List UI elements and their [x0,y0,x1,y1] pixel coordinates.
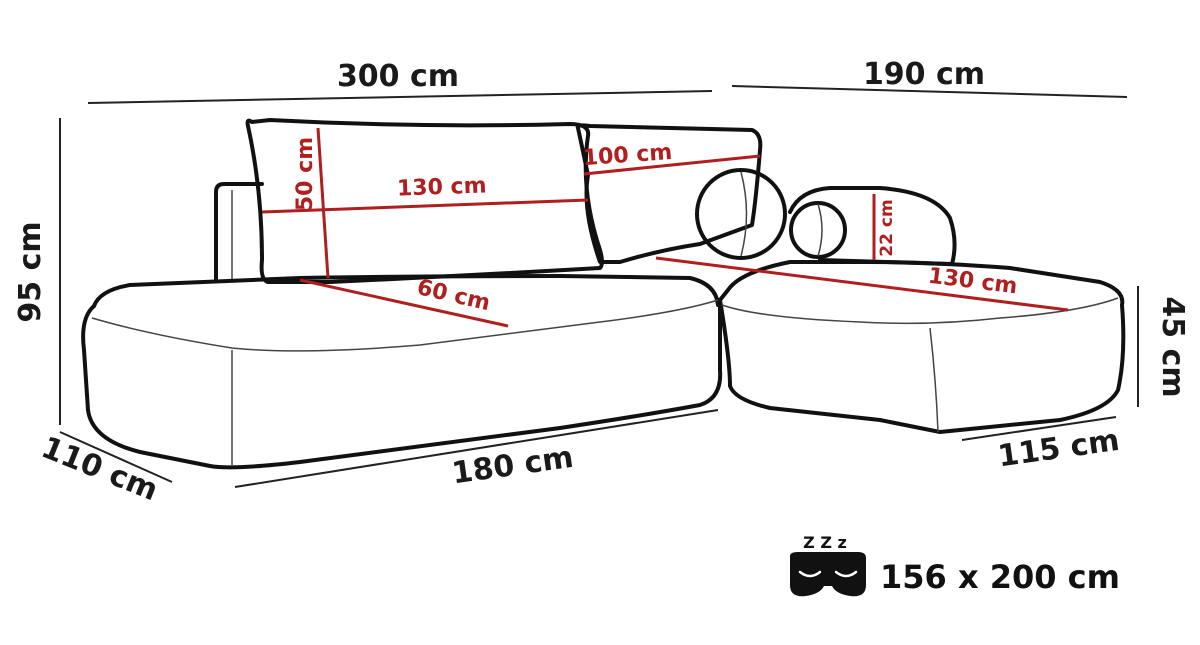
chaise-front-edge [721,297,1119,325]
round-pillow-small [789,201,847,259]
chaise-body [718,298,1126,434]
measure-label-22: 22 cm [877,199,897,256]
chaise-back-bolster [788,186,957,266]
measure-label-60: 60 cm [414,275,492,316]
back-cushion-left [245,118,604,284]
dim-line-300 [87,90,713,104]
round-pillow-large-seam [740,171,748,257]
measure-label-50: 50 cm [293,137,318,211]
measure-line-50 [316,127,330,279]
dim-line-115 [961,416,1117,441]
measure-label-130-back: 130 cm [397,173,487,201]
dim-line-180 [234,409,719,488]
left-seat-body [81,298,723,470]
sleep-area-label: 156 x 200 cm [880,558,1120,596]
left-backrest [214,182,264,282]
sleep-mask-icon [790,552,866,597]
dim-label-95: 95 cm [13,221,48,322]
dim-label-180: 180 cm [450,440,576,492]
measure-line-60 [299,278,509,328]
chaise-top [718,260,1125,307]
round-pillow-small-seam [817,203,823,257]
round-pillow-large [695,168,787,260]
dim-label-190: 190 cm [863,57,985,92]
left-seat-top [92,274,720,308]
dim-line-190 [731,85,1128,98]
sleep-zzz: Z Z z [803,533,847,552]
measure-line-130-chaise [655,256,1069,312]
dim-label-300: 300 cm [337,59,459,94]
dim-label-110: 110 cm [36,430,162,508]
dim-label-45: 45 cm [1155,296,1190,397]
left-seat-front-edge [91,299,719,352]
measure-line-130-back [261,198,589,214]
measure-line-100 [583,154,761,176]
dim-line-110 [59,431,173,483]
dim-label-115: 115 cm [996,423,1122,475]
chaise-seam [929,327,939,433]
measure-label-100: 100 cm [582,140,673,171]
